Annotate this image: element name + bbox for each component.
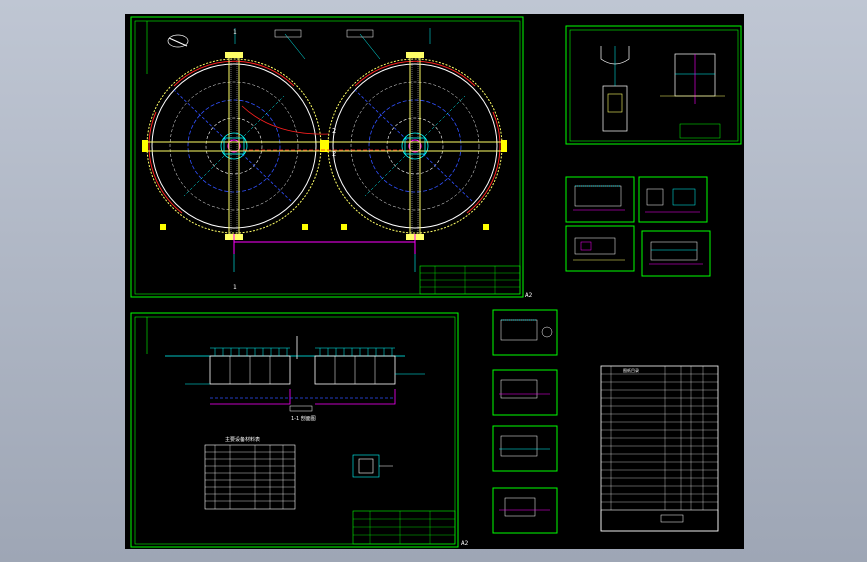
drawing-list-table [600,365,719,532]
cad-drawing: 2 2 1 1 A2 [130,16,742,548]
plan-sheet-border [130,16,524,298]
small-sheet-6 [492,369,558,416]
clarifier-left [142,52,330,240]
cad-model-space[interactable]: 2 2 1 1 A2 [125,14,744,549]
section-sheet: 1-1 剖面图 主要设备材料表 [130,312,469,548]
section-mark-1-top: 1 [233,29,237,36]
material-table [204,444,296,510]
section-caption: 1-1 剖面图 [291,415,316,422]
section-sheet-size: A2 [461,540,469,547]
drawing-list-title: 图纸目录 [623,367,639,373]
section-profile [165,336,425,405]
section-title-block [352,510,456,545]
material-table-title: 主要设备材料表 [225,436,260,443]
plan-sheet: 2 2 1 1 A2 [130,16,533,299]
clarifier-right [323,52,507,240]
small-sheet-7 [492,425,558,472]
plan-sheet-inner-border [134,20,521,295]
section-mark-2: 2 [332,127,336,135]
small-sheet-2 [638,176,708,223]
section-mark-2b: 2 [332,150,336,158]
plan-title-block [419,265,521,295]
small-sheet-1 [565,176,635,223]
detail-sheet [565,25,742,145]
north-arrow-icon [167,34,189,48]
small-sheet-3 [565,225,635,272]
plan-sheet-size: A2 [525,292,533,299]
section-mark-1-bottom: 1 [233,284,237,291]
small-sheet-5 [492,309,558,356]
small-sheet-8 [492,487,558,534]
detail-figure [352,454,393,478]
small-sheet-4 [641,230,711,277]
